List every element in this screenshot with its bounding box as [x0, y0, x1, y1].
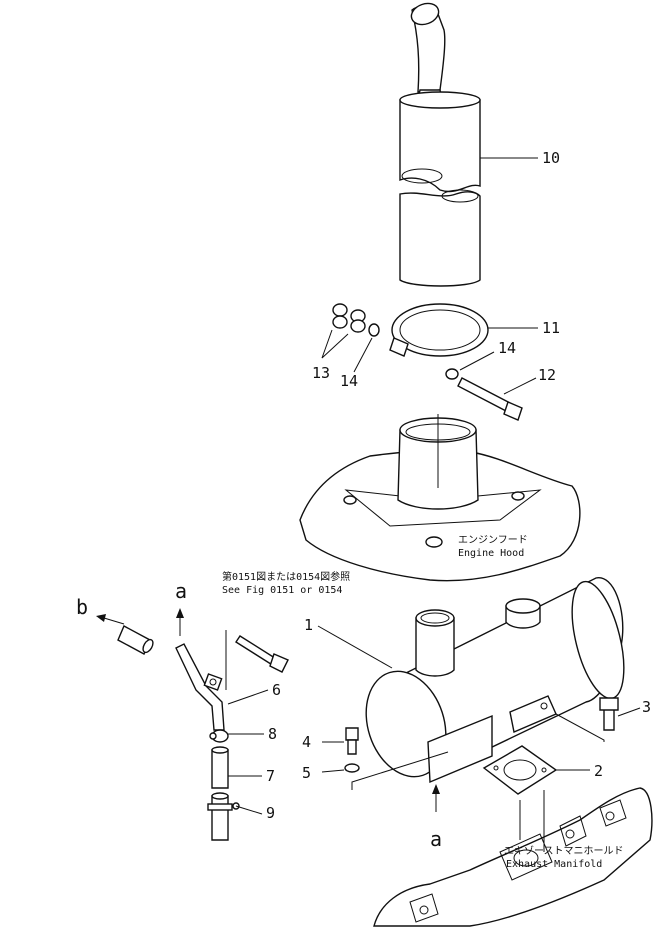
part-10-lower-pipe: [399, 189, 481, 287]
callout-7: 7: [266, 767, 275, 785]
engine-hood: [299, 414, 581, 582]
guide-line-3: [555, 713, 605, 742]
callout-3: 3: [642, 698, 651, 716]
see-fig-bolt: [235, 635, 289, 673]
part-6-bent-pipe: [175, 643, 225, 731]
see-fig-note-jp: 第0151図または0154図参照: [222, 570, 350, 583]
leader-14-left: [353, 337, 373, 373]
leader-14-right: [459, 351, 495, 371]
exhaust-manifold-label-jp: エキゾーストマニホールド: [504, 845, 624, 857]
leader-5: [321, 769, 345, 773]
part-4-bolt: [345, 727, 359, 755]
part-12-bolt: [457, 377, 523, 421]
engine-hood-label-en: Engine Hood: [458, 548, 524, 559]
callout-10: 10: [542, 149, 560, 167]
part-9-hose-clamp: [207, 792, 240, 841]
leader-1: [317, 625, 393, 669]
short-tube: [117, 625, 154, 655]
part-13-nuts: [332, 303, 366, 333]
part-7-hose: [211, 746, 229, 789]
exhaust-manifold: [373, 787, 653, 927]
part-1-muffler: [365, 577, 625, 784]
callout-6: 6: [272, 681, 281, 699]
part-3-bolt: [599, 697, 619, 731]
arrow-b-shaft: [103, 617, 125, 625]
part-2-gasket: [482, 745, 558, 795]
guide-line-4-5: [351, 751, 449, 790]
callout-5: 5: [302, 764, 311, 782]
see-fig-note-en: See Fig 0151 or 0154: [222, 585, 342, 596]
leader-3: [617, 707, 641, 717]
callout-14-right: 14: [498, 339, 516, 357]
callout-11: 11: [542, 319, 560, 337]
callout-4: 4: [302, 733, 311, 751]
part-5-washer: [344, 763, 360, 773]
leader-6: [227, 689, 269, 705]
arrow-a-bottom-head: [432, 784, 440, 794]
leader-13: [321, 329, 349, 359]
callout-12: 12: [538, 366, 556, 384]
part-8-clip: [209, 729, 229, 743]
arrow-a-top-head: [176, 608, 184, 618]
callout-8: 8: [268, 725, 277, 743]
part-11-clamp: [389, 303, 489, 357]
arrow-b-label: b: [76, 595, 88, 619]
callout-9: 9: [266, 804, 275, 822]
part-10-exhaust-stack: [399, 2, 481, 193]
engine-hood-label-jp: エンジンフード: [458, 535, 528, 546]
leader-12: [503, 377, 537, 395]
part-14-washer-left: [368, 323, 380, 337]
arrow-b-head: [96, 614, 106, 622]
arrow-a-bottom-label: a: [430, 827, 442, 851]
callout-14-left: 14: [340, 372, 358, 390]
leader-9: [235, 805, 263, 815]
part-14-washer-right: [445, 368, 459, 380]
callout-13: 13: [312, 364, 330, 382]
exhaust-manifold-label-en: Exhaust Manifold: [506, 859, 602, 870]
callout-2: 2: [594, 762, 603, 780]
arrow-a-top-label: a: [175, 579, 187, 603]
callout-1: 1: [304, 616, 313, 634]
